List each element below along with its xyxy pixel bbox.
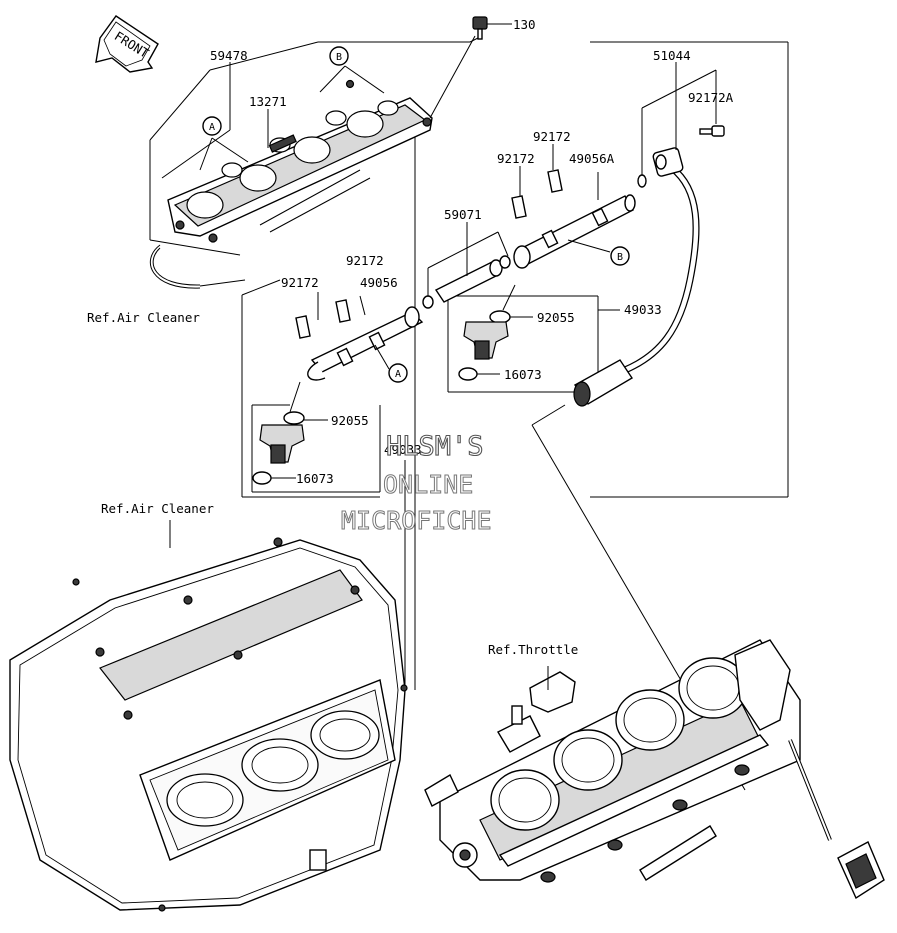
ref-throttle: Ref.Throttle (488, 642, 578, 657)
label-92172-d: 92172 (281, 275, 319, 290)
air-cleaner-body (9, 520, 408, 912)
label-16073-left: 16073 (296, 471, 334, 486)
part-labels: 130 59478 13271 51044 92172A 92172 92172… (210, 17, 734, 486)
callout-b-top: B (329, 46, 349, 66)
ref-labels: Ref.Air Cleaner Ref.Air Cleaner Ref.Thro… (87, 310, 578, 657)
label-92055-left: 92055 (331, 413, 369, 428)
label-92172a: 92172A (688, 90, 734, 105)
callout-a-pipe: A (374, 344, 408, 383)
label-59478: 59478 (210, 48, 248, 63)
cover-leaders (161, 35, 476, 179)
bolt-130 (472, 16, 512, 40)
label-92172-c: 92172 (346, 253, 384, 268)
delivery-pipe-49056 (307, 292, 424, 381)
callout-a-top: A (202, 116, 222, 136)
front-arrow: FRONT (95, 15, 159, 73)
svg-text:A: A (395, 369, 401, 380)
delivery-pipe-49056a (513, 172, 636, 269)
cover-59478 (150, 79, 433, 289)
label-49056: 49056 (360, 275, 398, 290)
label-51044: 51044 (653, 48, 691, 63)
label-92172-b: 92172 (497, 151, 535, 166)
watermark-line1: HLSM'S (386, 431, 484, 462)
throttle-body (424, 639, 885, 900)
svg-text:A: A (209, 122, 215, 133)
svg-text:B: B (336, 52, 342, 63)
pins-92172-left (295, 299, 351, 339)
label-59071: 59071 (444, 207, 482, 222)
callout-b-pipe: B (610, 246, 630, 266)
left-injector-box (251, 404, 381, 493)
ref-air-cleaner-top: Ref.Air Cleaner (87, 310, 200, 325)
bolt-92172a (699, 125, 725, 137)
injector-left (252, 381, 328, 485)
label-49033-left: 49033 (384, 442, 422, 457)
fuel-hose-51044 (573, 62, 717, 407)
ref-air-cleaner-mid: Ref.Air Cleaner (101, 501, 214, 516)
pipe-59071 (422, 222, 511, 309)
fuel-system-box (241, 41, 789, 498)
label-49033: 49033 (624, 302, 662, 317)
cover-group-lines (149, 35, 483, 690)
watermark-line2: ONLINE (383, 470, 473, 499)
label-130: 130 (513, 17, 536, 32)
watermark: HLSM'S ONLINE MICROFICHE (341, 430, 493, 535)
label-92055-right: 92055 (537, 310, 575, 325)
pins-92172-right (511, 144, 563, 219)
injector-right (458, 284, 620, 381)
svg-text:B: B (617, 252, 623, 263)
label-92172-a: 92172 (533, 129, 571, 144)
watermark-line3: MICROFICHE (341, 506, 492, 535)
label-49056a: 49056A (569, 151, 615, 166)
label-13271: 13271 (249, 94, 287, 109)
label-16073-right: 16073 (504, 367, 542, 382)
